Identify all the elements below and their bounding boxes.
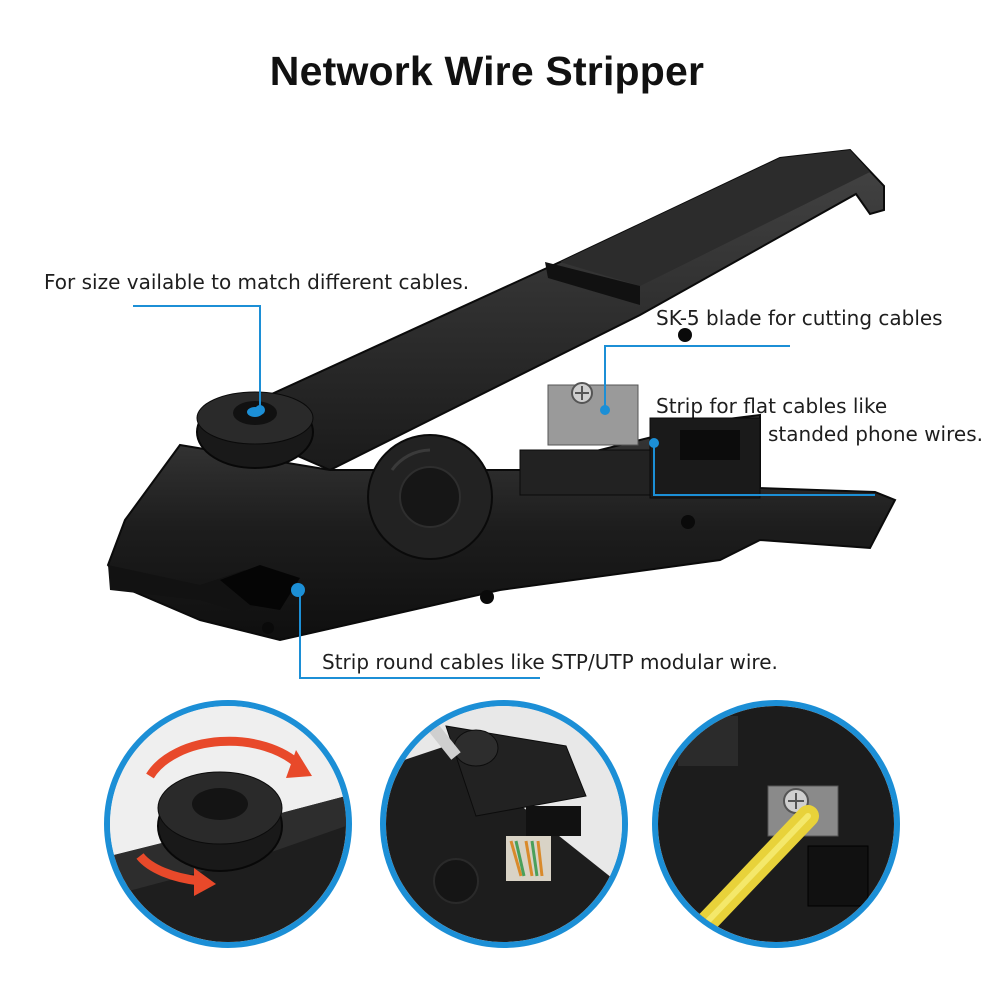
round-cable-annotation: Strip round cables like STP/UTP modular … <box>322 650 778 674</box>
detail-knob-rotation <box>104 700 352 948</box>
blade <box>547 384 639 446</box>
page-title: Network Wire Stripper <box>269 48 705 94</box>
size-adjust-annotation: For size vailable to match different cab… <box>44 270 470 294</box>
callout-lines <box>133 305 875 679</box>
wire-stripper-illustration <box>106 148 897 679</box>
rotation-arrow-icon <box>146 736 304 779</box>
flat-cable-annotation-line1: Strip for flat cables like <box>656 394 888 418</box>
blade-annotation: SK-5 blade for cutting cables <box>656 306 943 330</box>
flat-cable-annotation-line2: standed phone wires. <box>768 422 983 446</box>
detail-blade-cutting <box>652 700 900 948</box>
detail-round-cable <box>380 700 628 948</box>
